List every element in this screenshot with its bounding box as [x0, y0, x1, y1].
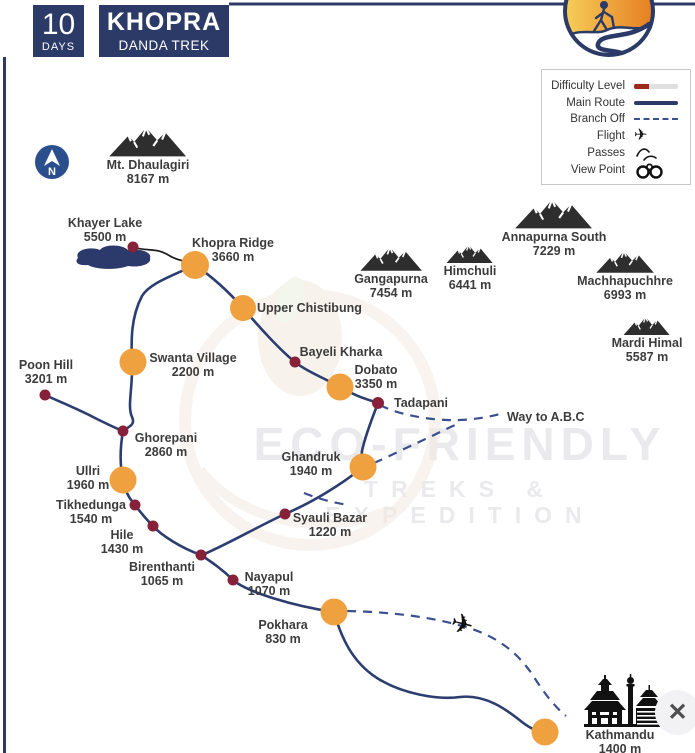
label-khopra-ridge: Khopra Ridge 3660 m	[192, 236, 274, 264]
stop-dot-hile	[147, 520, 159, 532]
stop-dot-birenthanti	[195, 549, 207, 561]
trek-title-badge: KHOPRA DANDA TREK	[99, 5, 229, 57]
mountain-mardi-himal: Mardi Himal 5587 m	[611, 316, 683, 364]
passes-icon	[636, 147, 657, 161]
label-swanta-village: Swanta Village 2200 m	[149, 351, 237, 379]
branch-off-dash-icon	[634, 118, 678, 121]
stop-circle-kathmandu	[531, 718, 559, 746]
kathmandu-temple-icon	[584, 674, 662, 727]
mountain-name: Annapurna South	[501, 230, 607, 244]
mountain-elevation: 6993 m	[603, 288, 647, 302]
label-ghandruk: Ghandruk 1940 m	[281, 450, 341, 478]
label-way-to-abc: Way to A.B.C	[507, 410, 585, 424]
mountain-name: Himchuli	[443, 264, 497, 278]
main-route-line-icon	[634, 100, 678, 105]
mountain-machhapuchhre: Machhapuchhre 6993 m	[577, 250, 673, 302]
mountain-name: Gangapurna	[354, 272, 428, 286]
stop-circle-pokhara	[320, 598, 348, 626]
legend-row-passes: Passes	[550, 144, 680, 161]
mountain-name: Mt. Dhaulagiri	[106, 158, 190, 172]
mountain-gangapurna: Gangapurna 7454 m	[354, 246, 428, 300]
stop-circle-upper-chistibung	[230, 295, 256, 321]
label-bayeli-kharka: Bayeli Kharka	[299, 345, 383, 359]
label-birenthanti: Birenthanti 1065 m	[129, 560, 195, 588]
trail-khayer-to-khopra	[132, 246, 196, 266]
legend-label: Branch Off	[570, 113, 625, 126]
airplane-icon: ✈	[448, 607, 477, 642]
legend-row-view-point: View Point	[550, 161, 680, 179]
mountain-dhaulagiri: Mt. Dhaulagiri 8167 m	[106, 126, 190, 186]
label-hile: Hile 1430 m	[100, 528, 144, 556]
company-logo-icon	[563, 0, 655, 57]
trek-title: KHOPRA	[106, 7, 222, 36]
label-khayer-lake: Khayer Lake 5500 m	[67, 216, 143, 244]
stop-circle-ghandruk	[349, 453, 377, 481]
days-badge: 10 DAYS	[33, 5, 84, 57]
label-pokhara: Pokhara 830 m	[258, 618, 308, 646]
north-compass-icon: N	[35, 145, 69, 179]
legend-label: Difficulty Level	[551, 80, 625, 93]
mountain-himchuli: Himchuli 6441 m	[443, 244, 497, 292]
mountain-icon	[623, 316, 671, 336]
label-tikhedunga: Tikhedunga 1540 m	[56, 498, 126, 526]
stop-dot-tikhedunga	[129, 499, 141, 511]
map-left-border	[3, 57, 6, 753]
mountain-annapurna-south: Annapurna South 7229 m	[501, 198, 607, 258]
lake-icon	[76, 245, 151, 269]
mountain-icon	[595, 250, 655, 274]
difficulty-bar-icon	[634, 83, 678, 89]
svg-text:✈: ✈	[448, 607, 477, 642]
stop-dot-nayapul	[227, 574, 239, 586]
mountain-elevation: 5587 m	[625, 350, 669, 364]
stop-circle-dobato	[326, 373, 354, 401]
legend-label: View Point	[570, 163, 625, 176]
days-label: DAYS	[41, 40, 76, 53]
mountain-elevation: 7454 m	[369, 286, 413, 300]
compass-n-label: N	[48, 166, 56, 178]
legend-label: Main Route	[566, 96, 625, 109]
mountain-name: Machhapuchhre	[577, 274, 673, 288]
legend-row-main-route: Main Route	[550, 95, 680, 112]
label-tadapani: Tadapani	[394, 396, 448, 410]
label-syauli-bazar: Syauli Bazar 1220 m	[292, 511, 368, 539]
label-upper-chistibung: Upper Chistibung	[257, 301, 362, 315]
stop-dot-ghorepani	[117, 425, 129, 437]
mountain-elevation: 8167 m	[126, 172, 170, 186]
legend-row-difficulty: Difficulty Level	[550, 78, 680, 95]
legend-row-flight: Flight ✈	[550, 126, 680, 145]
stop-dot-syauli-bazar	[279, 508, 291, 520]
label-dobato: Dobato 3350 m	[354, 363, 398, 391]
stop-circle-ullri	[109, 466, 137, 494]
flight-icon: ✈	[634, 126, 648, 144]
legend-box: Difficulty Level Main Route Branch Off F…	[541, 69, 691, 185]
viewpoint-binoculars-icon	[636, 163, 663, 179]
stop-circle-swanta-village	[119, 348, 147, 376]
mountain-icon	[446, 244, 494, 264]
close-button[interactable]: ✕	[655, 690, 695, 735]
mountain-elevation: 7229 m	[532, 244, 576, 258]
mountain-name: Mardi Himal	[611, 336, 683, 350]
branch-off-paths	[303, 404, 567, 717]
mountain-elevation: 6441 m	[448, 278, 492, 292]
stop-dot-tadapani	[372, 397, 384, 409]
trek-subtitle: DANDA TREK	[118, 37, 210, 53]
label-nayapul: Nayapul 1070 m	[244, 570, 294, 598]
close-icon: ✕	[667, 699, 688, 726]
mountain-icon	[359, 246, 423, 272]
legend-label: Flight	[596, 129, 625, 142]
label-ullri: Ullri 1960 m	[66, 464, 110, 492]
label-kathmandu: Kathmandu 1400 m	[585, 728, 655, 753]
legend-row-branch-off: Branch Off	[550, 111, 680, 128]
major-stop-circles	[109, 251, 559, 746]
stop-dot-poon-hill	[39, 389, 51, 401]
mountain-icon	[514, 198, 594, 230]
legend-label: Passes	[587, 146, 625, 159]
label-ghorepani: Ghorepani 2860 m	[134, 431, 198, 459]
mountain-icon	[108, 126, 188, 158]
days-value: 10	[41, 7, 76, 41]
label-poon-hill: Poon Hill 3201 m	[18, 358, 74, 386]
